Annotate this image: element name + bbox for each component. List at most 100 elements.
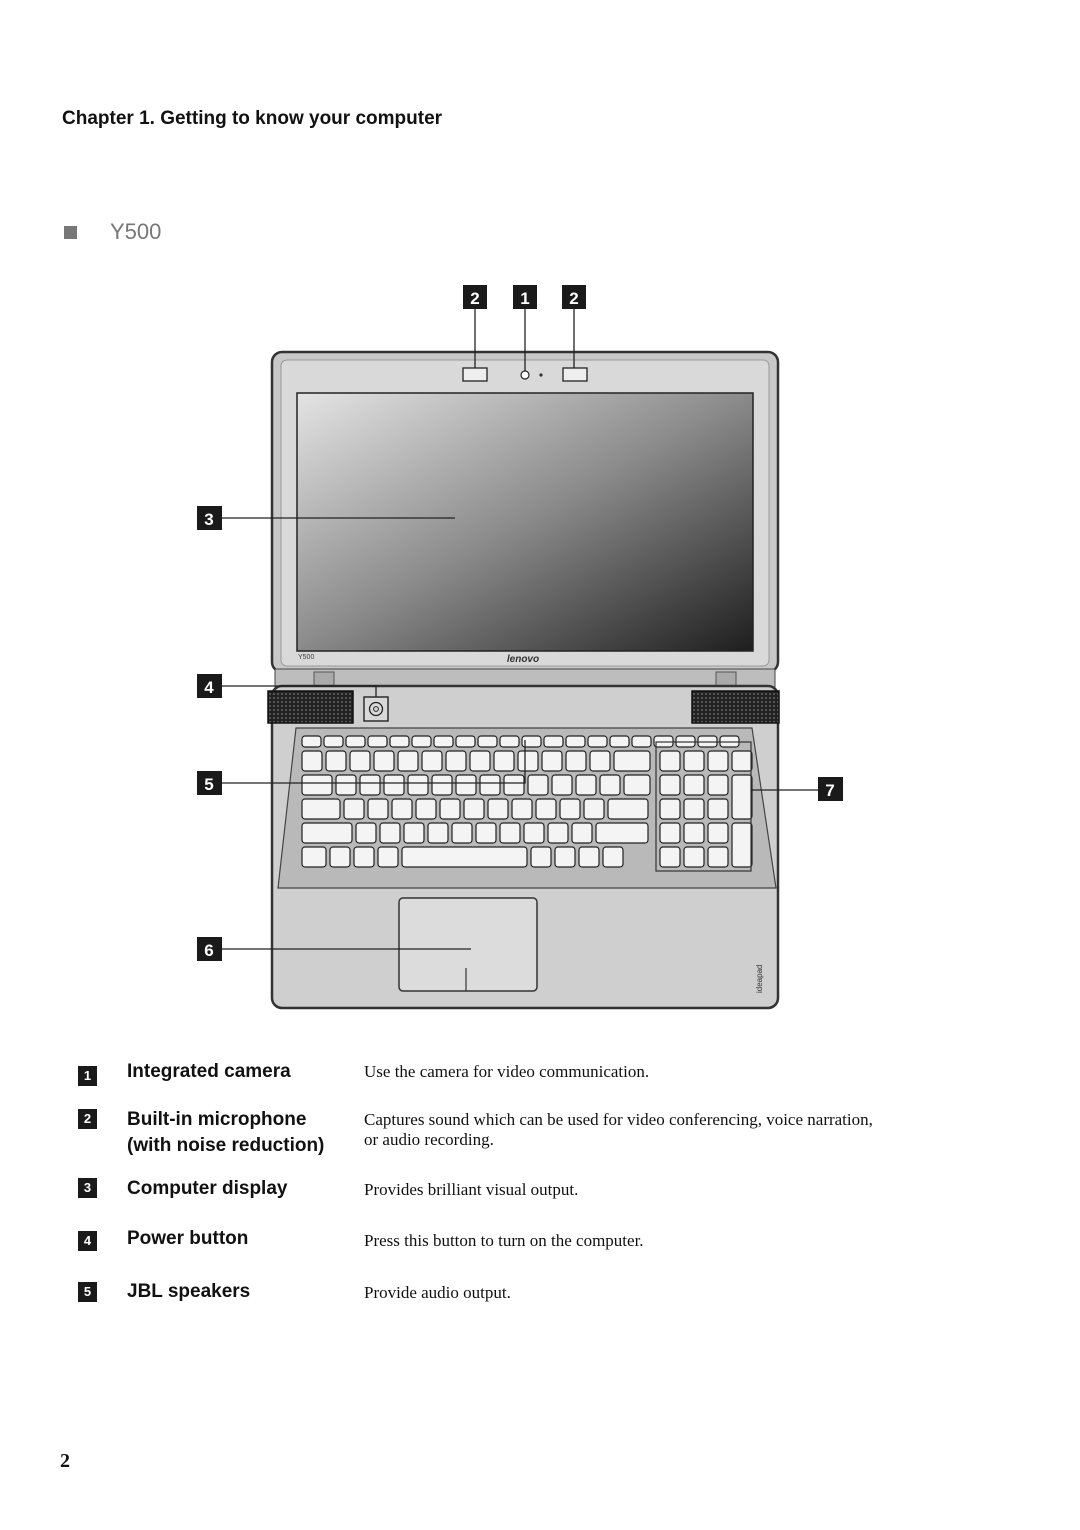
- model-heading: Y500: [64, 219, 161, 245]
- keyboard-key: [530, 846, 552, 868]
- touchpad: [398, 897, 538, 992]
- keyboard-key: [367, 735, 388, 748]
- callout-number: 6: [204, 941, 213, 960]
- keyboard-key: [565, 750, 587, 772]
- keyboard-key: [631, 735, 652, 748]
- keyboard-key: [335, 774, 357, 796]
- laptop-lid: Y500 lenovo: [270, 350, 780, 674]
- keyboard-key: [301, 735, 322, 748]
- camera-indicator: [539, 373, 543, 377]
- speaker-grill-left: [267, 690, 354, 724]
- callout-number: 5: [204, 775, 213, 794]
- square-bullet-icon: [64, 225, 77, 239]
- keyboard-key: [493, 750, 515, 772]
- legend-number: 1: [78, 1066, 97, 1086]
- keyboard-key: [659, 846, 681, 868]
- callout-7: 7: [818, 777, 843, 801]
- keyboard-key: [411, 735, 432, 748]
- keyboard-key: [731, 774, 753, 820]
- legend-description-line2: or audio recording.: [364, 1130, 494, 1149]
- keyboard-key: [359, 774, 381, 796]
- keyboard-key: [571, 822, 593, 844]
- keyboard-key: [578, 846, 600, 868]
- keyboard-key: [479, 774, 501, 796]
- keyboard-key: [659, 750, 681, 772]
- keyboard-key: [595, 822, 649, 844]
- keyboard-key: [659, 774, 681, 796]
- callout-4: 4: [197, 674, 222, 698]
- keyboard-key: [349, 750, 371, 772]
- callout-number: 2: [569, 289, 578, 308]
- keyboard-key: [707, 774, 729, 796]
- legend-term: Built-in microphone: [127, 1109, 307, 1130]
- keyboard-key: [683, 774, 705, 796]
- microphone-left: [462, 367, 488, 382]
- keyboard-key: [355, 822, 377, 844]
- legend-term: Computer display: [127, 1178, 288, 1199]
- keyboard-key: [731, 750, 753, 772]
- legend-number: 4: [78, 1231, 97, 1251]
- ideapad-logo: ideapad: [755, 965, 764, 993]
- legend-description: Press this button to turn on the compute…: [364, 1231, 644, 1250]
- callout-6: 6: [197, 937, 222, 961]
- keyboard-key: [523, 822, 545, 844]
- keyboard-key: [377, 846, 399, 868]
- chapter-title: Chapter 1. Getting to know your computer: [62, 108, 443, 129]
- keyboard-key: [403, 822, 425, 844]
- callout-2-left: 2: [463, 285, 487, 309]
- keyboard-key: [323, 735, 344, 748]
- callout-3: 3: [197, 506, 222, 530]
- keyboard-key: [683, 846, 705, 868]
- keyboard-key: [659, 798, 681, 820]
- keyboard-key: [683, 750, 705, 772]
- legend-description: Provide audio output.: [364, 1283, 511, 1302]
- keyboard-key: [623, 774, 651, 796]
- keyboard-key: [373, 750, 395, 772]
- laptop-base: ideapad: [267, 684, 780, 1010]
- keyboard-key: [397, 750, 419, 772]
- keyboard-key: [391, 798, 413, 820]
- model-heading-text: Y500: [110, 219, 162, 244]
- keyboard-key: [329, 846, 351, 868]
- leader-lines: [222, 309, 818, 950]
- keyboard-key: [683, 798, 705, 820]
- keyboard-key: [469, 750, 491, 772]
- power-button: [363, 696, 389, 722]
- keyboard-key: [554, 846, 576, 868]
- keyboard-key: [731, 822, 753, 868]
- keyboard-key: [367, 798, 389, 820]
- keyboard-key: [583, 798, 605, 820]
- keyboard-key: [455, 735, 476, 748]
- keyboard-key: [587, 735, 608, 748]
- keyboard-key: [517, 750, 539, 772]
- keyboard-key: [401, 846, 528, 868]
- callout-number: 1: [520, 289, 529, 308]
- keyboard-key: [325, 750, 347, 772]
- keyboard-key: [301, 798, 341, 820]
- keyboard-key: [421, 750, 443, 772]
- keyboard-key: [477, 735, 498, 748]
- legend-description: Use the camera for video communication.: [364, 1062, 650, 1081]
- keyboard-key: [343, 798, 365, 820]
- keyboard-key: [463, 798, 485, 820]
- keyboard-key: [445, 750, 467, 772]
- callout-number: 2: [470, 289, 479, 308]
- laptop-diagram: Y500 lenovo ideapad 2 1: [197, 285, 843, 1010]
- legend-description: Captures sound which can be used for vid…: [364, 1110, 873, 1129]
- keyboard-key: [607, 798, 649, 820]
- callout-2-right: 2: [562, 285, 586, 309]
- keyboard-key: [683, 822, 705, 844]
- keyboard-key: [541, 750, 563, 772]
- keyboard-keys: [301, 735, 753, 868]
- legend-number: 5: [78, 1282, 97, 1302]
- keyboard-key: [389, 735, 410, 748]
- keyboard-key: [599, 774, 621, 796]
- keyboard-key: [565, 735, 586, 748]
- keyboard-key: [487, 798, 509, 820]
- keyboard-key: [511, 798, 533, 820]
- keyboard-key: [613, 750, 651, 772]
- legend-term-line2: (with noise reduction): [127, 1135, 325, 1156]
- keyboard-key: [499, 822, 521, 844]
- callout-number: 4: [204, 678, 214, 697]
- keyboard-key: [451, 822, 473, 844]
